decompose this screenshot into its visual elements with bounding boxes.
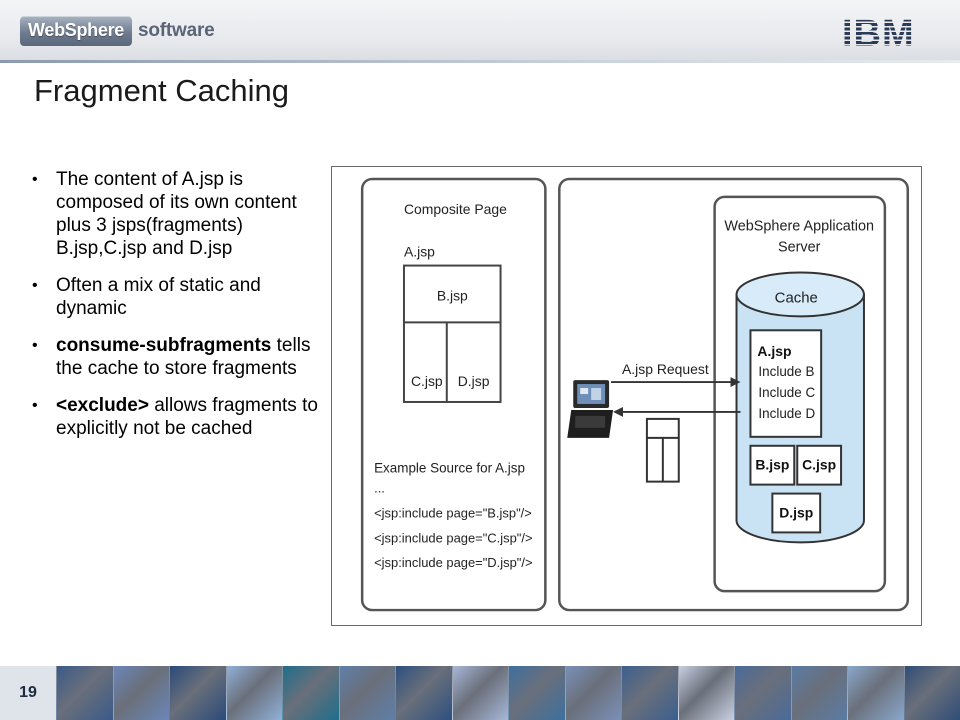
server-title: WebSphere Application [724, 219, 874, 235]
header-divider [0, 60, 960, 63]
footer-photo-tile [564, 666, 621, 720]
bullet-text: tells the cache to store fragments [56, 335, 311, 379]
bullet-dot-icon: • [32, 397, 38, 414]
cached-a-title: A.jsp [757, 343, 791, 359]
returned-page-icon [645, 417, 680, 483]
footer-photo-tile [112, 666, 169, 720]
bullet-dot-icon: • [32, 277, 38, 294]
footer-photo-tile [338, 666, 395, 720]
bullet-item: • consume-subfragments tells the cache to… [32, 334, 332, 380]
footer-image-strip [56, 666, 960, 720]
cached-c-jsp-box [796, 444, 843, 486]
footer-photo-tile [282, 666, 339, 720]
ibm-logo-text: IBM [842, 14, 915, 50]
laptop-keyboard [575, 415, 606, 428]
bullet-keyword: <exclude> [56, 395, 149, 416]
server-box [713, 195, 887, 593]
cached-b-label: B.jsp [755, 457, 789, 473]
request-arrow-head-icon [730, 377, 741, 388]
cached-a-jsp-box [749, 329, 823, 438]
cached-a-line: Include B [758, 364, 814, 379]
footer-photo-tile [395, 666, 452, 720]
a-jsp-box [402, 264, 502, 403]
cache-cylinder-top [735, 271, 865, 318]
cached-d-label: D.jsp [779, 504, 813, 520]
slide-header [0, 0, 960, 62]
footer-photo-tile [790, 666, 847, 720]
bullet-list: • The content of A.jsp is composed of its… [32, 168, 332, 454]
footer-photo-tile [847, 666, 904, 720]
c-jsp-region: C.jsp [411, 373, 443, 389]
source-line: <jsp:include page="C.jsp"/> [374, 530, 532, 545]
bullet-keyword: consume-subfragments [56, 335, 272, 356]
footer-photo-tile [169, 666, 226, 720]
source-title: Example Source for A.jsp [374, 461, 525, 476]
footer-photo-tile [225, 666, 282, 720]
page-number: 19 [0, 666, 56, 720]
cached-a-line: Include D [758, 406, 815, 421]
runtime-panel [558, 177, 910, 612]
footer-photo-tile [734, 666, 791, 720]
bullet-dot-icon: • [32, 171, 38, 188]
bullet-text: Often a mix of static and dynamic [56, 275, 261, 319]
slide-footer: 19 [0, 666, 960, 720]
source-line: <jsp:include page="D.jsp"/> [374, 555, 532, 570]
footer-photo-tile [508, 666, 565, 720]
cached-d-jsp-box [771, 492, 822, 534]
footer-photo-tile [677, 666, 734, 720]
bullet-dot-icon: • [32, 337, 38, 354]
a-jsp-label: A.jsp [404, 244, 435, 260]
laptop-screen-detail [591, 388, 602, 400]
bullet-item: • The content of A.jsp is composed of its… [32, 168, 332, 260]
laptop-screen-detail [580, 388, 589, 395]
request-label: A.jsp Request [622, 361, 709, 377]
product-brand: WebSphere [28, 20, 124, 40]
d-jsp-region: D.jsp [458, 373, 490, 389]
composite-title: Composite Page [404, 201, 507, 217]
cached-a-line: Include C [758, 385, 815, 400]
footer-photo-tile [451, 666, 508, 720]
b-jsp-region: B.jsp [437, 287, 468, 303]
footer-photo-tile [903, 666, 960, 720]
source-line: <jsp:include page="B.jsp"/> [374, 505, 532, 520]
response-arrow-head-icon [613, 406, 624, 417]
product-suffix: software [138, 20, 215, 41]
ibm-logo: IBM [842, 14, 915, 50]
cached-c-label: C.jsp [802, 457, 836, 473]
bullet-text: The content of A.jsp is composed of its … [56, 169, 297, 259]
websphere-badge [20, 16, 132, 46]
source-ellipsis: ... [374, 481, 385, 496]
cache-label: Cache [775, 289, 818, 306]
laptop-icon [567, 380, 614, 438]
bullet-text: allows fragments to explicitly not be ca… [56, 395, 318, 439]
bullet-item: • <exclude> allows fragments to explicitl… [32, 394, 332, 440]
composite-panel [360, 177, 547, 612]
footer-photo-tile [56, 666, 113, 720]
fragment-caching-diagram: Composite Page A.jsp B.jsp C.jsp D.jsp E… [331, 166, 922, 626]
slide-title: Fragment Caching [34, 73, 290, 108]
footer-photo-tile [621, 666, 678, 720]
cached-b-jsp-box [749, 444, 796, 486]
bullet-item: • Often a mix of static and dynamic [32, 274, 332, 320]
server-title: Server [778, 240, 821, 256]
